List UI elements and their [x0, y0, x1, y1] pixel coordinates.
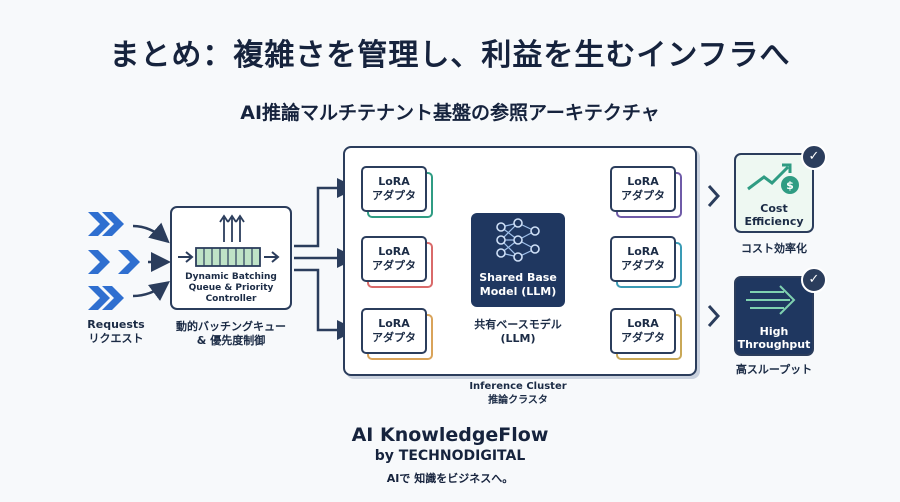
cost-efficiency-card: $ Cost Efficiency [734, 153, 814, 233]
queue-label-line3: Controller [205, 294, 257, 304]
throughput-line1: High [759, 325, 789, 338]
queue-label-line2: Queue & Priority [188, 283, 274, 293]
batching-queue-box: Dynamic Batching Queue & Priority Contro… [170, 206, 292, 310]
cost-line1: Cost [760, 202, 788, 215]
throughput-line2: Throughput [737, 338, 811, 351]
throughput-caption: 高スループット [735, 363, 813, 376]
high-throughput-card: High Throughput [734, 276, 814, 356]
page-title: まとめ：複雑さを管理し、利益を生むインフラへ [109, 38, 791, 73]
requests-label: Requests リクエスト [87, 318, 145, 345]
queue-icon [178, 214, 280, 267]
page-subtitle: AI推論マルチテナント基盤の参照アーキテクチャ [240, 102, 660, 124]
queue-label-line1: Dynamic Batching [185, 272, 277, 282]
cost-caption: コスト効率化 [741, 242, 807, 255]
brand-by: by TECHNODIGITAL [374, 448, 526, 464]
brand-tagline: AIで 知識をビジネスへ。 [386, 472, 514, 485]
cost-line2: Efficiency [744, 215, 804, 228]
check-icon: ✓ [801, 144, 827, 170]
hub-caption: 共有ベースモデル (LLM) [474, 318, 562, 345]
shared-base-model: Shared Base Model (LLM) [471, 213, 565, 307]
queue-caption: 動的バッチングキュー & 優先度制御 [176, 320, 286, 347]
cluster-caption: Inference Cluster 推論クラスタ [469, 381, 567, 406]
check-icon: ✓ [801, 267, 827, 293]
cost-growth-icon: $ [747, 163, 799, 194]
hub-label-line2: Model (LLM) [479, 285, 557, 298]
hub-label-line1: Shared Base [479, 271, 557, 284]
speed-arrows-icon [746, 285, 796, 315]
neural-network-icon [496, 218, 540, 262]
requests-icon [88, 212, 140, 310]
svg-text:$: $ [786, 179, 794, 192]
brand-name: AI KnowledgeFlow [351, 424, 549, 446]
